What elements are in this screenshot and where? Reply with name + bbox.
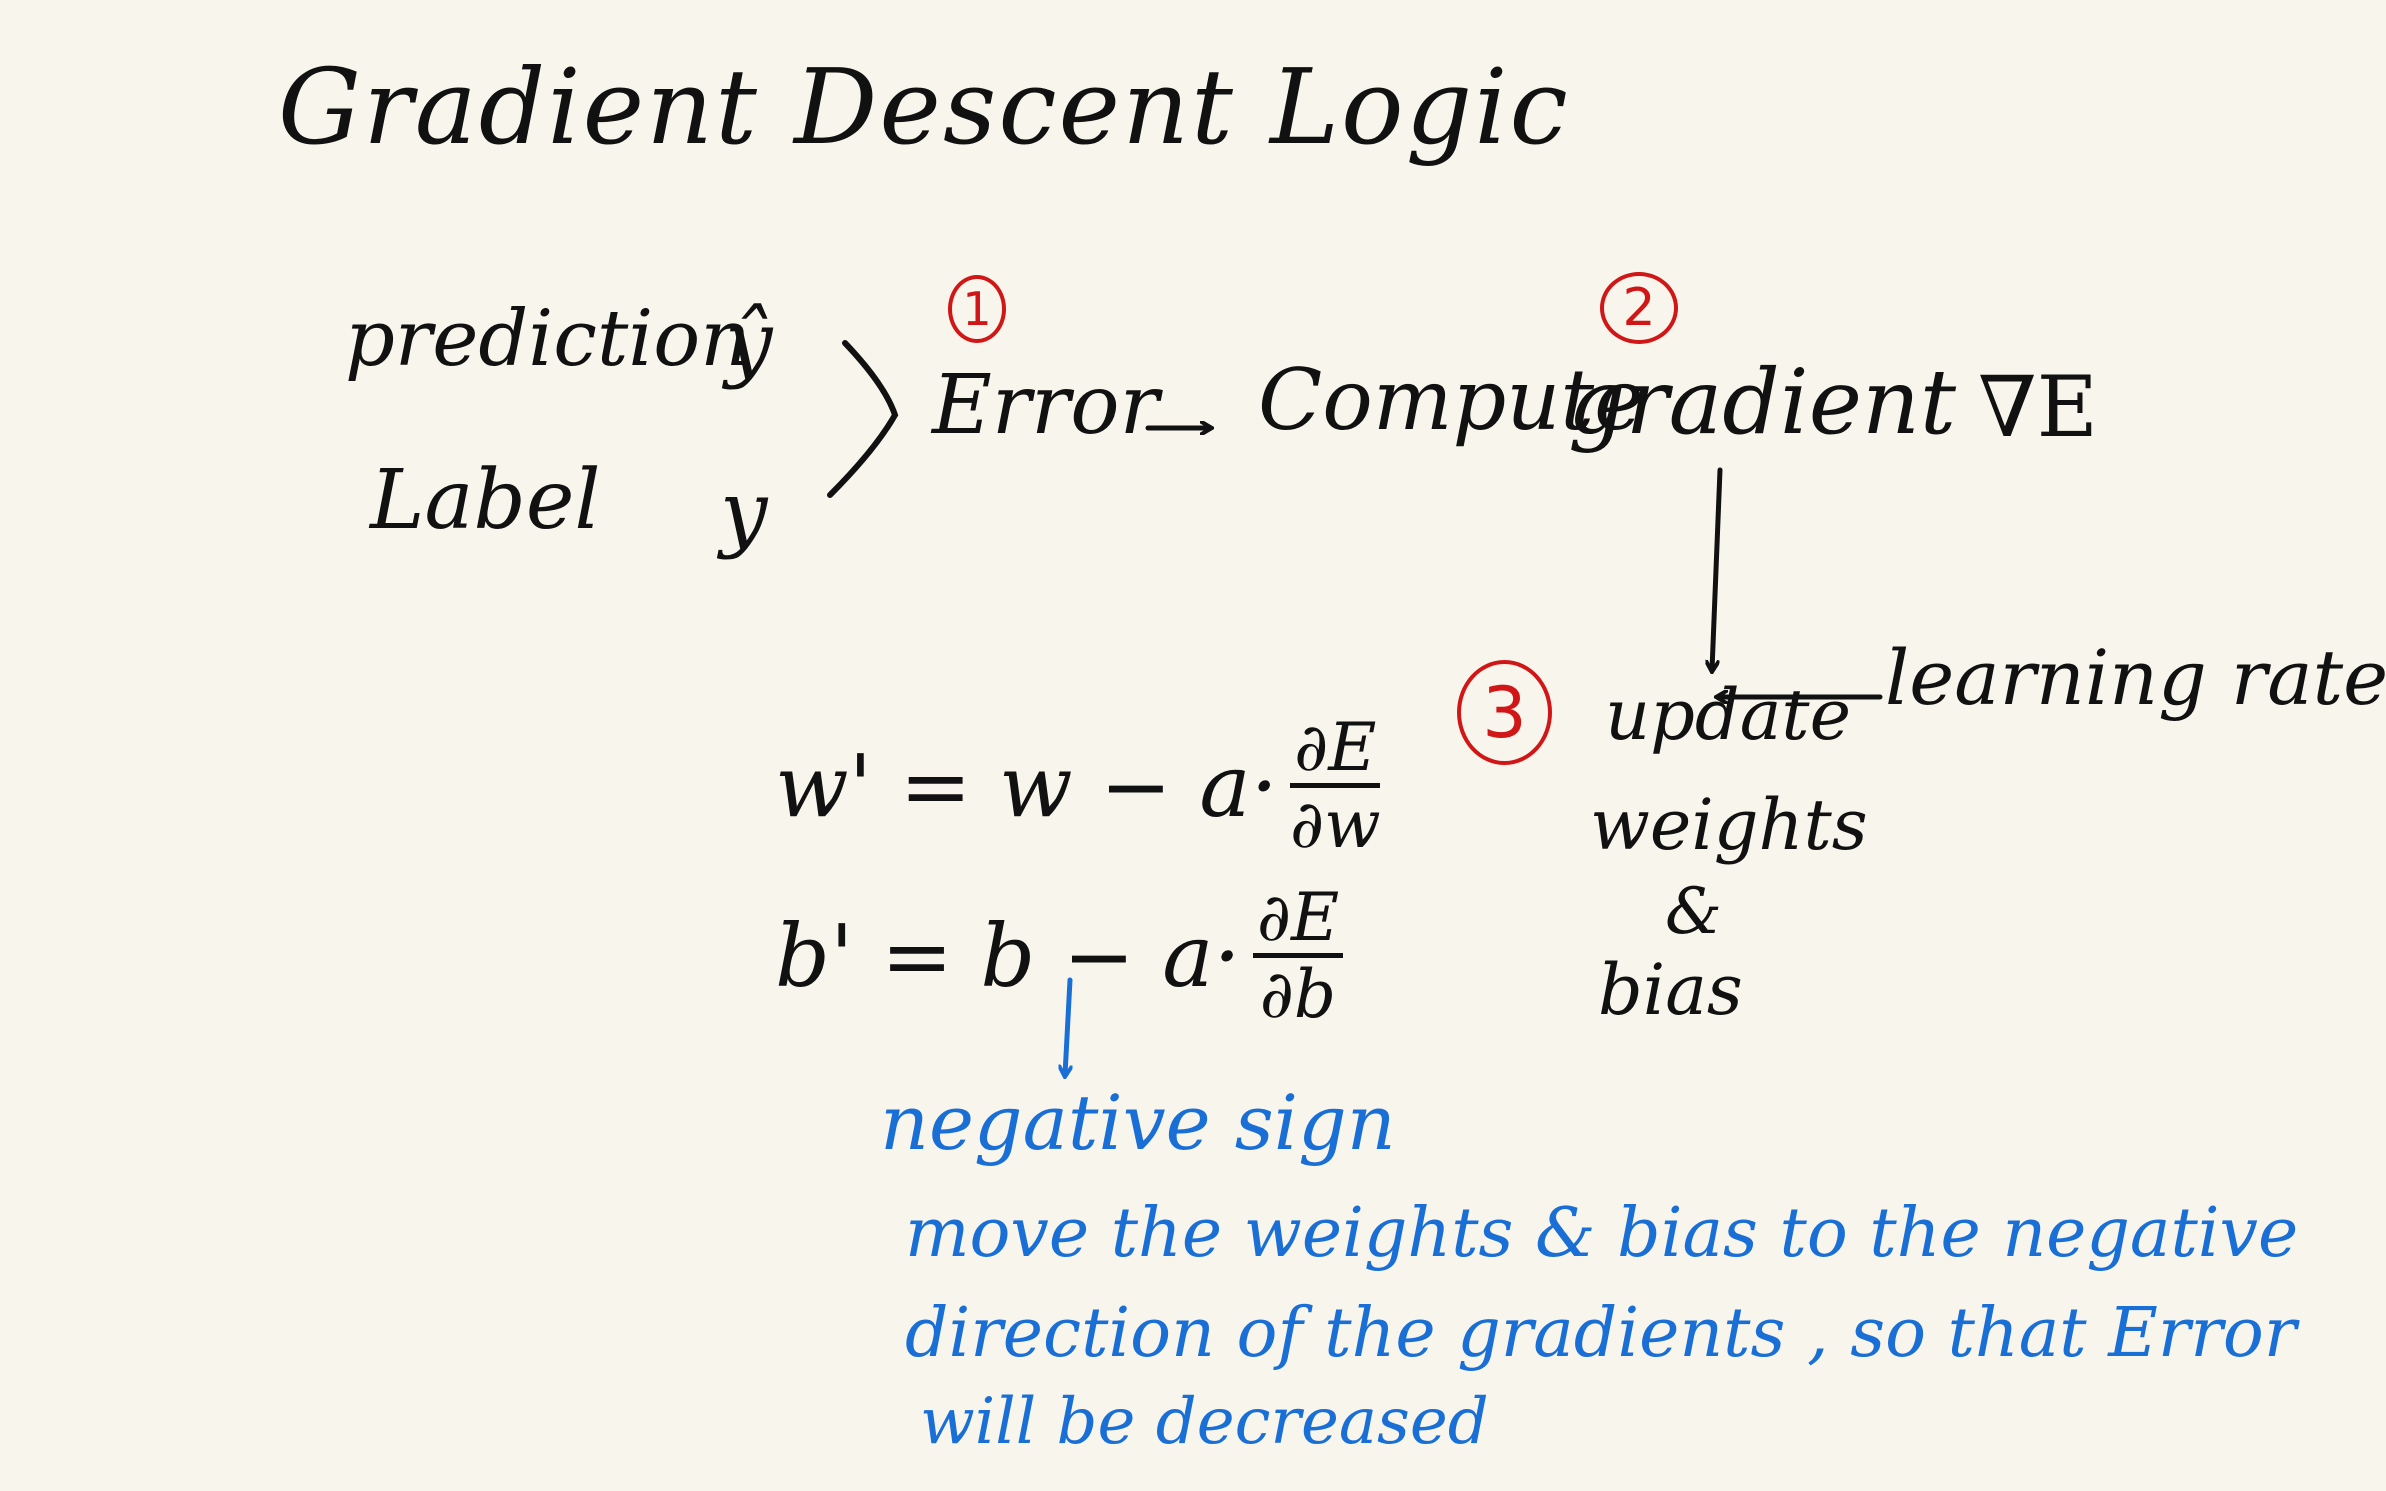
- bias-update-equation: b' = b − a· ∂E ∂b: [775, 885, 1344, 1033]
- negative-sign-arrow: [1065, 977, 1070, 1075]
- step-1-marker: 1: [948, 275, 1006, 343]
- gradient-symbol: ∇E: [1978, 358, 2098, 456]
- prediction-symbol: ŷ: [725, 293, 773, 391]
- step-2-marker: 2: [1600, 272, 1678, 344]
- gradient-node: gradient: [1568, 350, 1957, 455]
- prediction-label: prediction: [345, 294, 751, 384]
- weight-partial-fraction: ∂E ∂w: [1290, 715, 1381, 858]
- update-node-line-2: weights: [1590, 784, 1868, 866]
- negative-sign-note: negative sign: [880, 1078, 1396, 1167]
- learning-rate-label: learning rate a: [1885, 633, 2386, 722]
- update-node-line-3: &: [1665, 875, 1722, 949]
- update-node-line-4: bias: [1598, 949, 1743, 1031]
- bias-fraction-denominator: ∂b: [1259, 956, 1337, 1033]
- bias-partial-fraction: ∂E ∂b: [1252, 885, 1344, 1033]
- label-label: Label: [370, 453, 601, 548]
- label-symbol: y: [720, 463, 768, 561]
- weight-fraction-numerator: ∂E: [1290, 715, 1381, 788]
- gradient-to-update-arrow: [1712, 467, 1723, 670]
- explanation-line-1: move the weights & bias to the negative: [905, 1194, 2299, 1273]
- weight-update-equation: w' = w − a· ∂E ∂w: [775, 715, 1381, 858]
- bias-equation-lhs: b' = b − a·: [775, 906, 1241, 1007]
- step-3-marker: 3: [1457, 660, 1552, 765]
- explanation-line-3: will be decreased: [920, 1385, 1489, 1459]
- page-title: Gradient Descent Logic: [278, 46, 1570, 168]
- explanation-line-2: direction of the gradients , so that Err…: [905, 1294, 2297, 1373]
- weight-equation-lhs: w' = w − a·: [775, 736, 1278, 837]
- weight-fraction-denominator: ∂w: [1289, 786, 1381, 863]
- update-node-line-1: update: [1605, 674, 1851, 756]
- bias-fraction-numerator: ∂E: [1252, 885, 1344, 958]
- error-node: Error: [932, 358, 1159, 453]
- merge-bracket: [827, 340, 899, 498]
- compute-text: Compute: [1258, 351, 1644, 449]
